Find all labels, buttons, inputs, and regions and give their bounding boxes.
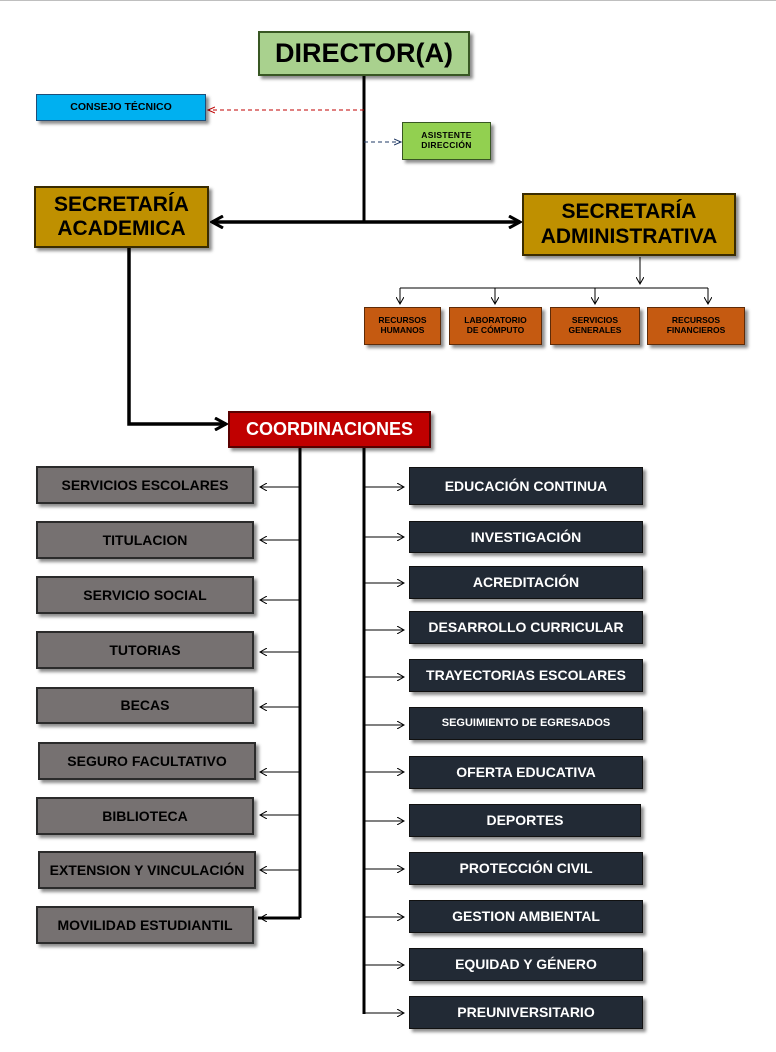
recursos-humanos-box: RECURSOS HUMANOS (364, 307, 441, 345)
coord-deportes: DEPORTES (409, 804, 641, 837)
coord-label: BIBLIOTECA (102, 807, 188, 824)
secretaria-academica-label: SECRETARÍA ACADEMICA (54, 192, 189, 240)
coord-desarrollo-curricular: DESARROLLO CURRICULAR (409, 611, 643, 644)
asistente-direccion-label: ASISTENTE DIRECCIÓN (421, 130, 472, 150)
coord-gestion-ambiental: GESTION AMBIENTAL (409, 900, 643, 933)
recursos-financieros-box: RECURSOS FINANCIEROS (647, 307, 745, 345)
coord-servicio-social: SERVICIO SOCIAL (36, 576, 254, 614)
coord-label: DESARROLLO CURRICULAR (428, 619, 624, 636)
coord-label: SERVICIO SOCIAL (83, 586, 207, 603)
coord-label: SEGUIMIENTO DE EGRESADOS (441, 717, 611, 730)
coord-label: TRAYECTORIAS ESCOLARES (426, 667, 626, 684)
coord-label: EDUCACIÓN CONTINUA (444, 477, 608, 494)
coord-label: GESTION AMBIENTAL (452, 908, 600, 925)
coord-educacion-continua: EDUCACIÓN CONTINUA (409, 467, 643, 505)
consejo-tecnico-box: CONSEJO TÉCNICO (36, 94, 206, 121)
coord-becas: BECAS (36, 687, 254, 724)
recursos-humanos-label: RECURSOS HUMANOS (378, 315, 427, 335)
coord-label: SEGURO FACULTATIVO (67, 752, 227, 769)
coordinaciones-box: COORDINACIONES (228, 411, 431, 448)
coord-label: PROTECCIÓN CIVIL (459, 860, 593, 877)
coord-label: INVESTIGACIÓN (470, 528, 582, 545)
coord-trayectorias-escolares: TRAYECTORIAS ESCOLARES (409, 659, 643, 692)
coord-tutorias: TUTORIAS (36, 631, 254, 669)
secretaria-administrativa-label: SECRETARÍA ADMINISTRATIVA (540, 200, 718, 248)
coord-titulacion: TITULACION (36, 521, 254, 559)
coord-label: TUTORIAS (109, 641, 181, 658)
coord-label: DEPORTES (486, 812, 564, 829)
coord-equidad-genero: EQUIDAD Y GÉNERO (409, 948, 643, 981)
coord-investigacion: INVESTIGACIÓN (409, 521, 643, 553)
laboratorio-computo-box: LABORATORIO DE CÓMPUTO (449, 307, 542, 345)
coord-label: TITULACION (102, 531, 188, 548)
coord-biblioteca: BIBLIOTECA (36, 797, 254, 835)
coord-seguimiento-egresados: SEGUIMIENTO DE EGRESADOS (409, 707, 643, 740)
coord-label: MOVILIDAD ESTUDIANTIL (57, 916, 233, 933)
acad-to-coord (127, 248, 226, 424)
secretaria-academica-box: SECRETARÍA ACADEMICA (34, 186, 209, 248)
director-box: DIRECTOR(A) (258, 31, 470, 76)
coord-oferta-educativa: OFERTA EDUCATIVA (409, 756, 643, 789)
coord-preuniversitario: PREUNIVERSITARIO (409, 996, 643, 1029)
coord-proteccion-civil: PROTECCIÓN CIVIL (409, 852, 643, 885)
consejo-tecnico-label: CONSEJO TÉCNICO (70, 101, 172, 114)
coord-label: PREUNIVERSITARIO (457, 1004, 595, 1021)
recursos-financieros-label: RECURSOS FINANCIEROS (666, 315, 726, 335)
coord-seguro-facultativo: SEGURO FACULTATIVO (38, 742, 256, 780)
coord-label: SERVICIOS ESCOLARES (61, 476, 229, 493)
coord-extension-vinculacion: EXTENSION Y VINCULACIÓN (38, 851, 256, 889)
coord-label: EQUIDAD Y GÉNERO (455, 956, 597, 973)
laboratorio-computo-label: LABORATORIO DE CÓMPUTO (464, 315, 527, 335)
secretaria-administrativa-box: SECRETARÍA ADMINISTRATIVA (522, 193, 736, 256)
coord-label: BECAS (120, 697, 170, 714)
coordinaciones-label: COORDINACIONES (245, 419, 413, 440)
servicios-generales-label: SERVICIOS GENERALES (568, 315, 622, 335)
coord-label: ACREDITACIÓN (472, 574, 580, 591)
director-label: DIRECTOR(A) (275, 37, 453, 68)
coord-label: EXTENSION Y VINCULACIÓN (49, 861, 245, 878)
servicios-generales-box: SERVICIOS GENERALES (550, 307, 640, 345)
coord-movilidad-estudiantil: MOVILIDAD ESTUDIANTIL (36, 906, 254, 944)
coord-servicios-escolares: SERVICIOS ESCOLARES (36, 466, 254, 504)
asistente-direccion-box: ASISTENTE DIRECCIÓN (402, 122, 491, 160)
coord-label: OFERTA EDUCATIVA (456, 764, 596, 781)
coord-acreditacion: ACREDITACIÓN (409, 566, 643, 599)
top-border (0, 0, 776, 1)
